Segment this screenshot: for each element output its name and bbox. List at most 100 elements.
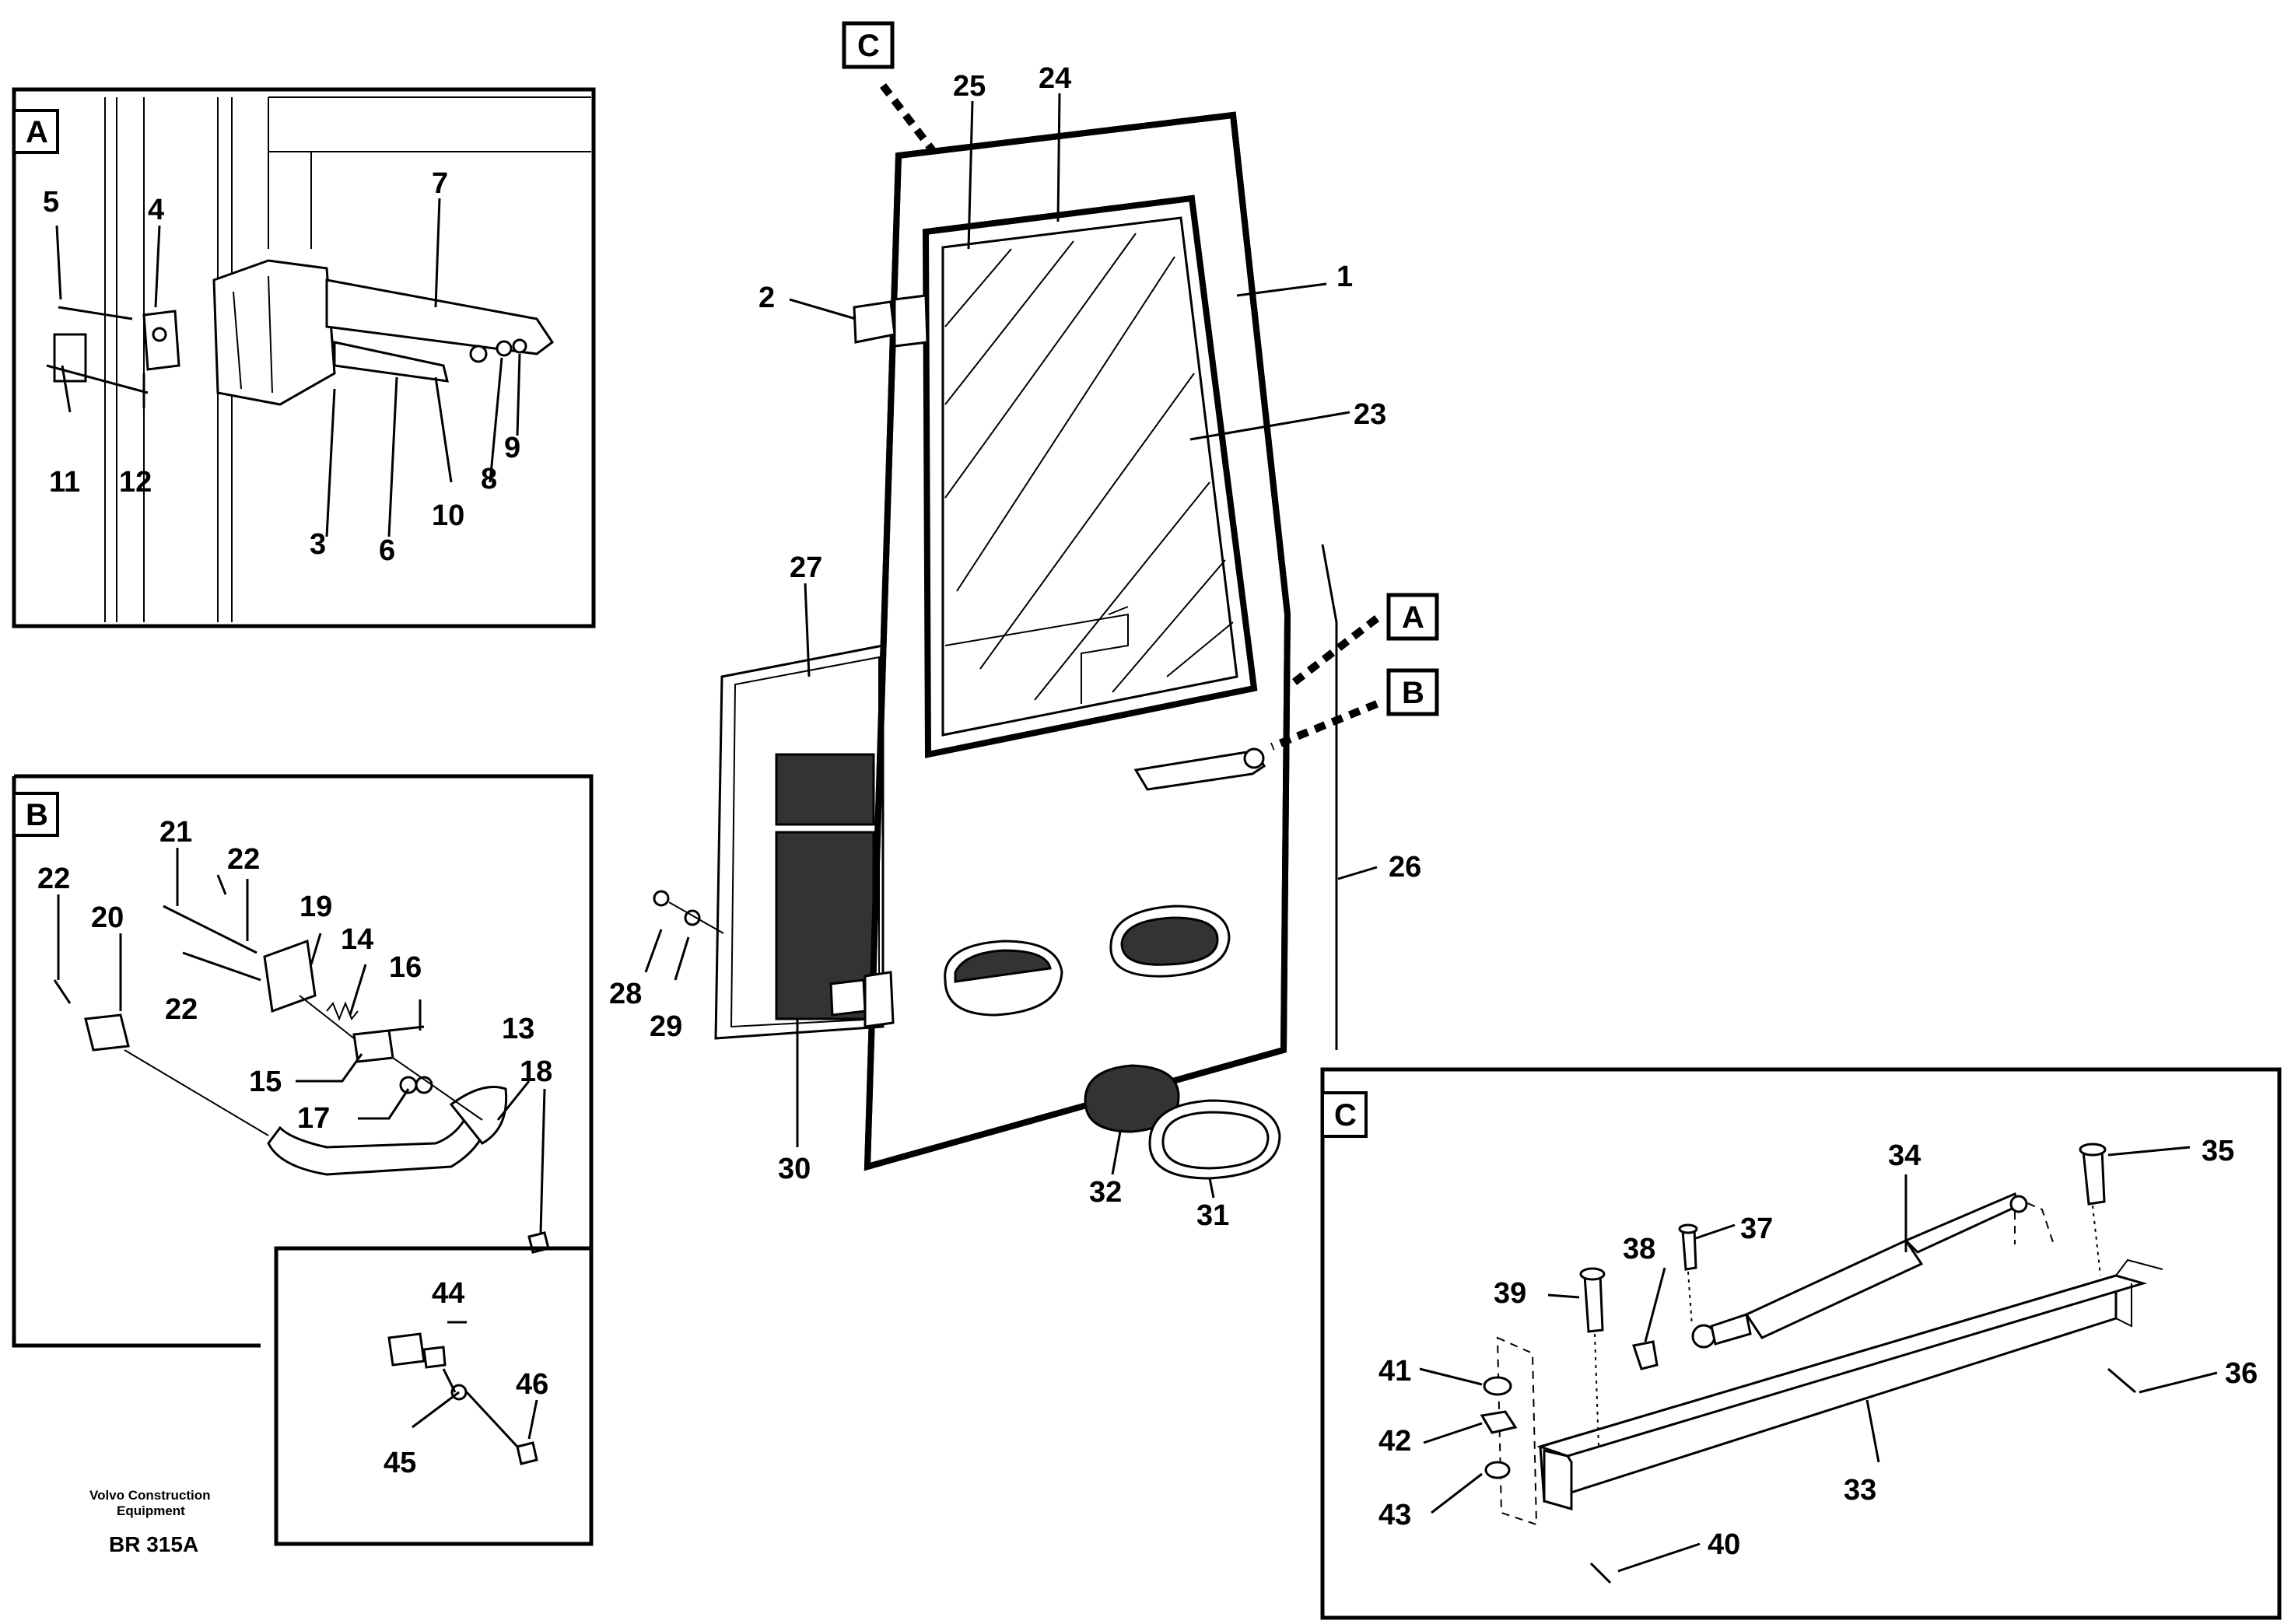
pin-39	[1583, 1272, 1604, 1333]
callout-32: 32	[1089, 1176, 1122, 1209]
pin-37	[1681, 1227, 1697, 1271]
footer-company-line1: Volvo Construction	[89, 1488, 211, 1503]
inset-b-tag: B	[26, 798, 48, 832]
inset-c-guides	[1594, 1205, 2101, 1447]
callout-42: 42	[1378, 1425, 1411, 1458]
door-seal	[1321, 544, 1338, 1050]
plate-42	[1480, 1410, 1518, 1434]
callout-22c: 22	[165, 993, 198, 1026]
vent-right-grille	[1120, 916, 1219, 966]
rail-bracket	[2115, 1258, 2163, 1328]
callout-27: 27	[790, 551, 822, 584]
lockset-key	[516, 1441, 538, 1465]
main-door: C A B 2 25 24 1 23 27 26 28 29 30 32 31	[609, 21, 1439, 1232]
inset-b: B 22 20 21 22 19 14 16 22 15 17	[12, 774, 594, 1348]
callout-14: 14	[341, 923, 373, 956]
callout-6: 6	[379, 534, 395, 567]
pin-36	[2107, 1367, 2136, 1394]
callout-18: 18	[520, 1055, 552, 1088]
inset-b-leaders	[57, 848, 546, 1234]
screw-28	[653, 890, 670, 907]
strut-eye-upper	[2009, 1195, 2028, 1213]
callout-34: 34	[1888, 1139, 1921, 1172]
callout-13: 13	[502, 1013, 534, 1045]
bushing-41	[1483, 1376, 1512, 1396]
handle-rod	[333, 341, 449, 383]
inset-c-frame	[1320, 1067, 2282, 1620]
pin	[388, 1025, 425, 1032]
washer-10	[469, 345, 488, 363]
ref-tag-c-box	[842, 21, 895, 69]
ref-arrow-c	[880, 82, 937, 155]
ref-tag-a-box	[1386, 593, 1439, 641]
hinge-lower-knuckle	[864, 971, 895, 1028]
inset-b-guides	[124, 995, 483, 1136]
gas-strut-rod	[1904, 1192, 2020, 1254]
callout-15: 15	[249, 1066, 282, 1098]
callout-12: 12	[119, 466, 152, 499]
callout-36: 36	[2225, 1357, 2258, 1390]
callout-22a: 22	[37, 863, 70, 895]
ref-tag-a: A	[1402, 600, 1424, 635]
callout-10: 10	[432, 499, 464, 532]
callout-29: 29	[650, 1010, 682, 1043]
footer-company-line2: Equipment	[117, 1503, 185, 1518]
striker-bolt	[152, 327, 167, 342]
footer: Volvo Construction Equipment BR 315A	[89, 1488, 211, 1556]
gas-strut-cylinder	[1744, 1239, 1924, 1339]
pin-35	[2082, 1148, 2106, 1206]
inset-b-screws	[53, 874, 261, 1004]
hinge-upper-leaf	[853, 300, 896, 344]
ref-arrow-b	[1270, 700, 1378, 751]
glass-reflections	[944, 233, 1234, 701]
strut-end-lower	[1710, 1313, 1752, 1346]
vent-frame-loose	[1148, 1099, 1281, 1180]
inset-a-frame	[12, 87, 596, 628]
washer-8	[496, 340, 513, 357]
lock-body	[212, 259, 336, 406]
screw-5	[58, 306, 133, 320]
main-leaders	[644, 93, 1378, 1199]
vent-grille-loose	[1084, 1064, 1180, 1133]
inset-c-tag: C	[1334, 1098, 1357, 1132]
lockset-cylinder	[387, 1332, 426, 1367]
bushing-43	[1484, 1461, 1511, 1479]
door-frame-lines	[104, 97, 233, 622]
inset-lockset: 44 45 46	[274, 1246, 594, 1546]
inset-b-tag-box	[12, 792, 59, 837]
callout-25: 25	[953, 70, 986, 103]
inset-b-frame	[12, 774, 594, 1348]
window-regulator	[944, 606, 1129, 704]
inset-a-leaders	[55, 198, 521, 537]
callout-8: 8	[481, 463, 497, 495]
lock-body-edges	[233, 275, 273, 394]
footer-drawing-ref: BR 315A	[109, 1532, 198, 1556]
window-seal	[922, 194, 1258, 758]
callout-2: 2	[758, 282, 775, 314]
ref-arrow-a	[1288, 615, 1380, 688]
inset-lockset-frame	[274, 1246, 594, 1546]
callout-38: 38	[1623, 1233, 1655, 1265]
inset-c-leaders	[1419, 1146, 2218, 1573]
callout-46: 46	[516, 1368, 548, 1401]
inset-a: A 5 4 7 11 12 3 6 10 8 9	[12, 87, 596, 628]
callout-43: 43	[1378, 1499, 1411, 1531]
callout-37: 37	[1740, 1213, 1773, 1245]
door-handle	[1133, 749, 1266, 791]
callout-31: 31	[1196, 1199, 1229, 1232]
callout-40: 40	[1708, 1528, 1740, 1561]
ref-tag-b: B	[1402, 676, 1424, 710]
ref-tag-c: C	[857, 29, 880, 63]
bracket	[263, 939, 317, 1013]
screw-guide	[668, 901, 724, 934]
door-panel-lines	[268, 96, 591, 249]
handle-head	[449, 1086, 508, 1145]
hinge-lower-leaf	[829, 978, 867, 1017]
ref-tag-b-box	[1386, 668, 1439, 716]
callout-26: 26	[1389, 851, 1421, 884]
callout-41: 41	[1378, 1355, 1411, 1388]
callout-11: 11	[49, 466, 80, 499]
callout-21: 21	[159, 816, 192, 849]
rail-end	[1543, 1449, 1573, 1510]
inner-panel-upper	[775, 753, 875, 826]
